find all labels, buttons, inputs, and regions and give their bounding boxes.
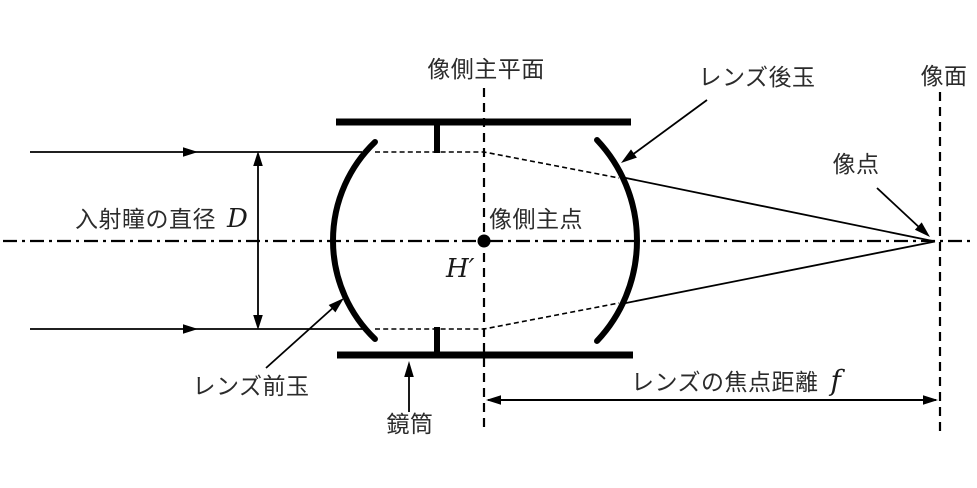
barrel-pointer-arrowhead-icon bbox=[404, 361, 414, 377]
incident-ray-bottom-arrowhead-icon bbox=[183, 324, 198, 334]
focal-length-symbol: f bbox=[829, 364, 846, 397]
image-point-pointer-arrowhead-icon bbox=[914, 222, 930, 237]
principal-point-symbol: H′ bbox=[445, 254, 475, 284]
entrance-pupil-label: 入射瞳の直径 D bbox=[75, 204, 248, 234]
entrance-pupil-symbol: D bbox=[226, 204, 248, 234]
converging-ray-top bbox=[620, 176, 936, 243]
front-lens-label: レンズ前玉 bbox=[192, 373, 309, 399]
barrel-label: 鏡筒 bbox=[387, 411, 434, 437]
rear-lens-pointer-line bbox=[627, 99, 708, 159]
image-plane-label: 像面 bbox=[921, 63, 968, 89]
front-lens-pointer-arrowhead-icon bbox=[328, 298, 344, 313]
front-lens-element bbox=[330, 139, 378, 342]
pupil-diameter-down-arrowhead-icon bbox=[253, 315, 263, 330]
rear-lens-pointer-arrowhead-icon bbox=[621, 149, 637, 163]
converging-ray-bottom bbox=[620, 240, 936, 305]
entrance-pupil-text: 入射瞳の直径 bbox=[75, 206, 216, 232]
internal-ray-bottom bbox=[375, 302, 620, 330]
incident-ray-top-arrowhead-icon bbox=[183, 147, 198, 157]
principal-plane-label: 像側主平面 bbox=[427, 56, 545, 82]
rear-lens-label: レンズ後玉 bbox=[698, 64, 815, 90]
internal-ray-top bbox=[375, 151, 620, 179]
focal-length-label: レンズの焦点距離 f bbox=[631, 364, 846, 397]
image-point-label: 像点 bbox=[833, 151, 880, 177]
image-point-pointer-line bbox=[876, 187, 922, 230]
principal-point-dot bbox=[477, 234, 491, 248]
front-lens-pointer-line bbox=[265, 305, 336, 369]
focal-length-text: レンズの焦点距離 bbox=[631, 369, 819, 395]
pupil-diameter-up-arrowhead-icon bbox=[253, 151, 263, 166]
focal-length-left-arrowhead-icon bbox=[486, 395, 501, 405]
focal-length-right-arrowhead-icon bbox=[923, 395, 938, 405]
rear-lens-element bbox=[594, 137, 640, 344]
principal-point-label: 像側主点 bbox=[489, 206, 583, 232]
